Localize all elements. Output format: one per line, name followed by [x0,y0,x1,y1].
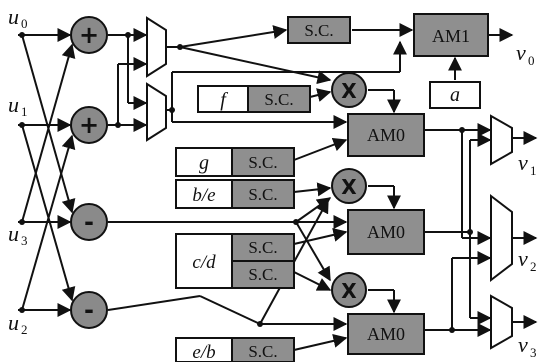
output-label-v2: v 2 [518,246,537,274]
svg-text:+: + [79,111,99,139]
svg-text:v: v [516,40,526,65]
mux-left-top [146,16,167,78]
svg-text:g: g [199,152,209,174]
svg-text:AM0: AM0 [367,125,405,145]
param-a-box: a [429,81,481,109]
svg-text:S.C.: S.C. [304,21,333,40]
svg-text:3: 3 [21,233,28,248]
svg-text:v: v [518,246,528,271]
svg-text:0: 0 [21,16,28,31]
multiplier-bottom: X [331,272,367,308]
svg-text:e/b: e/b [192,342,215,362]
svg-text:S.C.: S.C. [248,342,277,361]
svg-text:S.C.: S.C. [248,153,277,172]
param-g-box: g [175,147,233,177]
svg-text:u: u [8,310,19,335]
mux-right-v2 [490,193,513,283]
sc-block-g: S.C. [231,147,295,177]
wires [18,23,538,351]
svg-text:AM1: AM1 [432,26,470,46]
input-label-u1: u 1 [8,92,28,119]
svg-text:f: f [220,89,228,111]
am0-block-bottom: AM0 [347,313,425,355]
svg-text:1: 1 [21,104,28,119]
svg-text:a: a [450,84,460,106]
svg-text:AM0: AM0 [367,222,405,242]
svg-text:2: 2 [530,259,537,274]
sc-block-c: S.C. [231,233,295,262]
subtractor-bottom: - [70,291,108,329]
junctions [19,32,473,333]
svg-text:1: 1 [530,163,537,178]
am0-block-middle: AM0 [347,209,425,255]
sc-block-e-over-b: S.C. [231,337,295,362]
svg-text:X: X [341,175,357,199]
svg-text:u: u [8,92,19,117]
input-label-u2: u 2 [8,310,28,337]
svg-text:AM0: AM0 [367,324,405,344]
sc-block-f: S.C. [247,85,311,113]
multiplier-top: X [331,72,367,108]
svg-text:2: 2 [21,322,28,337]
svg-text:S.C.: S.C. [248,265,277,284]
adder-bottom: + [70,106,108,144]
input-label-u3: u 3 [8,221,28,248]
svg-text:-: - [84,296,94,324]
output-label-v1: v 1 [518,150,537,178]
sc-block-d: S.C. [231,260,295,289]
am1-block: AM1 [413,13,489,57]
sc-block-top: S.C. [287,16,351,44]
output-label-v3: v 3 [518,332,537,360]
svg-text:v: v [518,150,528,175]
svg-text:S.C.: S.C. [248,185,277,204]
svg-text:X: X [341,279,357,303]
mux-right-v3 [490,294,513,350]
output-label-v0: v 0 [516,40,535,68]
subtractor-top: - [70,203,108,241]
svg-text:b/e: b/e [192,185,215,206]
svg-text:X: X [341,79,357,103]
svg-text:3: 3 [530,345,537,360]
svg-text:S.C.: S.C. [248,238,277,257]
svg-text:0: 0 [528,53,535,68]
svg-text:v: v [518,332,528,357]
adder-top: + [70,16,108,54]
svg-text:+: + [79,21,99,49]
mux-left-bottom [146,82,167,142]
svg-text:c/d: c/d [192,252,216,273]
svg-text:u: u [8,221,19,246]
param-f-box: f [197,85,249,113]
svg-text:-: - [84,208,94,236]
multiplier-middle: X [331,168,367,204]
mux-right-v1 [490,114,513,166]
input-label-u0: u 0 [8,4,28,31]
am0-block-top: AM0 [347,113,425,157]
param-e-over-b-box: e/b [175,337,233,362]
svg-text:S.C.: S.C. [264,90,293,109]
param-b-over-e-box: b/e [175,179,233,209]
svg-text:u: u [8,4,19,29]
param-c-over-d-box: c/d [175,233,233,289]
sc-block-b-over-e: S.C. [231,179,295,209]
